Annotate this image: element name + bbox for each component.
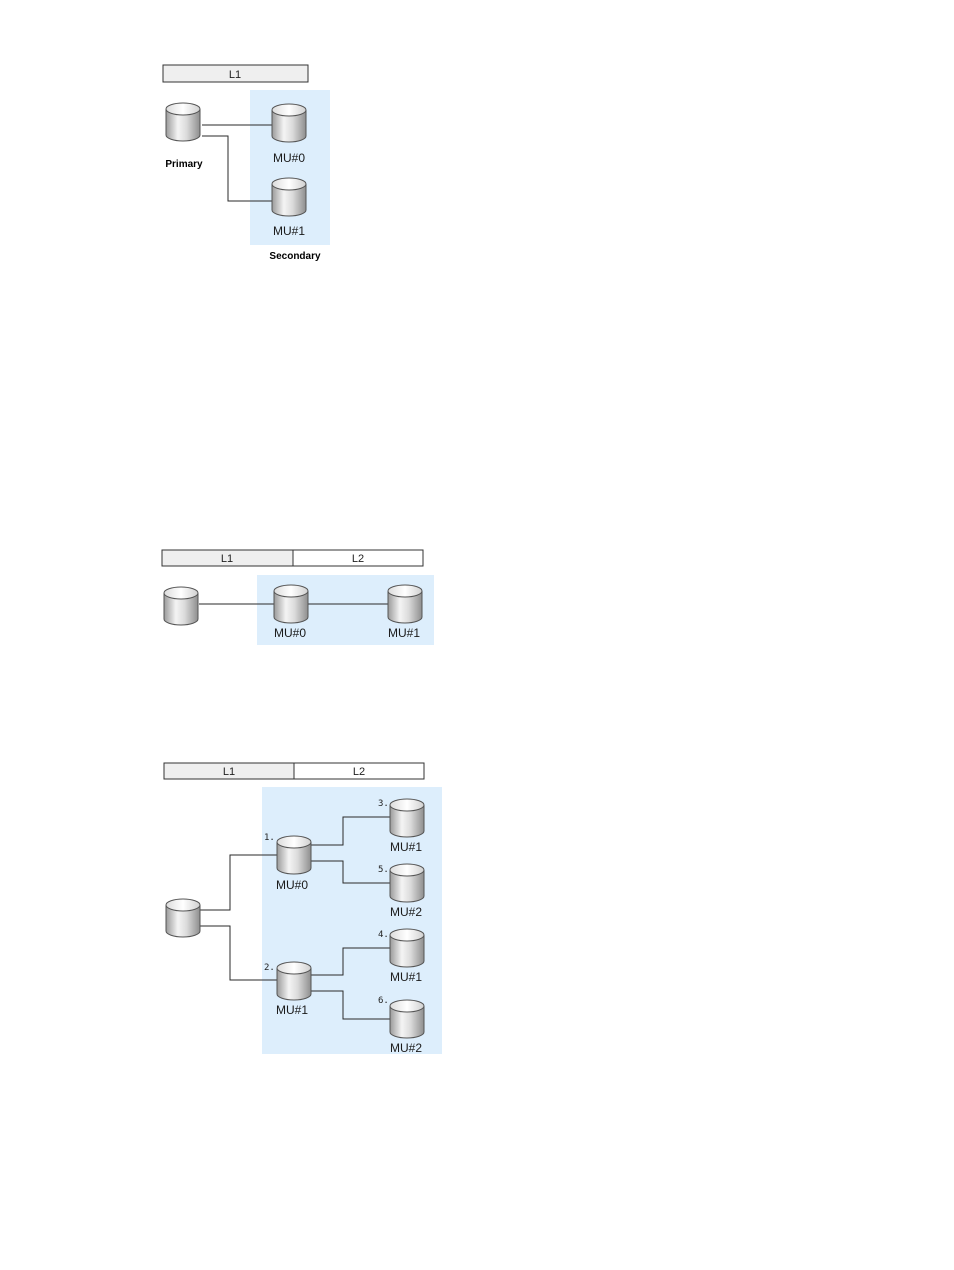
mu0-label: MU#0 — [273, 151, 305, 165]
primary-volume-icon — [164, 587, 198, 625]
layer-label-l2: L2 — [352, 553, 364, 565]
l2-vol3-icon — [390, 799, 424, 837]
primary-volume-icon — [166, 899, 200, 937]
mu0-volume-icon — [272, 104, 306, 142]
mu0-volume-icon — [274, 585, 308, 623]
layer-label-l1: L1 — [229, 69, 241, 81]
diagram-2: L1 L2 MU#0 MU#1 — [162, 550, 434, 645]
l1-mu1-label: MU#1 — [276, 1003, 308, 1017]
l2-vol3-label: MU#1 — [390, 840, 422, 854]
primary-label: Primary — [165, 159, 203, 170]
diagram-1: L1 Primary MU#0 MU#1 Secondary — [163, 65, 330, 262]
mu1-label: MU#1 — [388, 626, 420, 640]
layer-label-l1: L1 — [221, 553, 233, 565]
l2-vol4-icon — [390, 929, 424, 967]
mu1-volume-icon — [388, 585, 422, 623]
mu1-volume-icon — [272, 178, 306, 216]
l2-vol3-number: 3. — [378, 799, 389, 809]
l1-mu0-number: 1. — [264, 833, 275, 843]
l2-vol6-label: MU#2 — [390, 1041, 422, 1055]
l2-vol4-label: MU#1 — [390, 970, 422, 984]
l1-mu0-label: MU#0 — [276, 878, 308, 892]
l2-vol5-label: MU#2 — [390, 905, 422, 919]
layer-label-l2: L2 — [353, 766, 365, 778]
mu1-label: MU#1 — [273, 224, 305, 238]
diagram-3: L1 L2 1. MU#0 2. MU#1 3. MU#1 5. MU#2 4.… — [164, 763, 442, 1055]
secondary-label: Secondary — [269, 251, 321, 262]
l2-vol5-number: 5. — [378, 865, 389, 875]
l2-vol5-icon — [390, 864, 424, 902]
mu0-label: MU#0 — [274, 626, 306, 640]
l2-vol6-number: 6. — [378, 996, 389, 1006]
l1-mu0-volume-icon — [277, 836, 311, 874]
l2-vol6-icon — [390, 1000, 424, 1038]
primary-volume-icon — [166, 103, 200, 141]
l1-mu1-volume-icon — [277, 962, 311, 1000]
l1-mu1-number: 2. — [264, 963, 275, 973]
l2-vol4-number: 4. — [378, 930, 389, 940]
layer-label-l1: L1 — [223, 766, 235, 778]
